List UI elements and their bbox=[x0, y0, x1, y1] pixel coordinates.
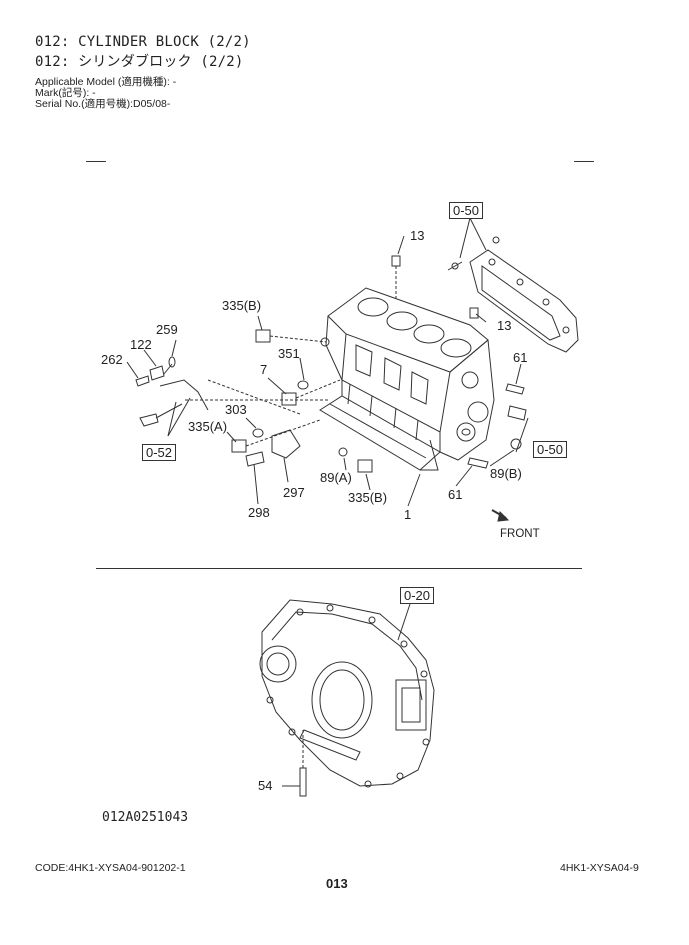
page-title: 012: CYLINDER BLOCK (2/2) bbox=[35, 34, 251, 50]
callout-1: 1 bbox=[404, 507, 412, 522]
ref-box-0-50-right: 0-50 bbox=[533, 441, 568, 458]
callout-259: 259 bbox=[156, 322, 178, 337]
cylinder-block-drawing bbox=[319, 287, 495, 471]
diagram-separator bbox=[96, 568, 582, 569]
callout-297: 297 bbox=[283, 485, 305, 500]
ref-box-0-52: 0-52 bbox=[142, 444, 177, 461]
figure-code: 012A0251043 bbox=[102, 810, 189, 825]
callout-13-top: 13 bbox=[410, 228, 425, 243]
callout-335b-top: 335(B) bbox=[222, 298, 262, 313]
callout-89a: 89(A) bbox=[320, 470, 352, 485]
margin-dash-left bbox=[86, 161, 106, 162]
footer-code: CODE:4HK1-XYSA04-901202-1 bbox=[35, 862, 186, 874]
ref-box-0-20: 0-20 bbox=[400, 587, 435, 604]
side-cover-drawing bbox=[447, 236, 579, 353]
serial-number: Serial No.(適用号機):D05/08- bbox=[35, 98, 171, 110]
callout-262: 262 bbox=[101, 352, 123, 367]
page-number: 013 bbox=[326, 876, 348, 891]
callout-122: 122 bbox=[130, 337, 152, 352]
applicable-model: Applicable Model (適用機種): - bbox=[35, 76, 177, 88]
callout-61-right: 61 bbox=[513, 350, 528, 365]
page-title-japanese: 012: シリンダブロック (2/2) bbox=[35, 54, 244, 70]
front-label: FRONT bbox=[500, 528, 540, 540]
callout-7: 7 bbox=[260, 362, 268, 377]
callout-89b: 89(B) bbox=[490, 466, 522, 481]
callout-351: 351 bbox=[278, 346, 300, 361]
callout-54: 54 bbox=[258, 778, 273, 793]
callout-61-bottom: 61 bbox=[448, 487, 463, 502]
callout-13-right: 13 bbox=[497, 318, 512, 333]
ref-box-0-50-top: 0-50 bbox=[449, 202, 484, 219]
mark-field: Mark(記号): - bbox=[35, 87, 96, 99]
margin-dash-right bbox=[574, 161, 594, 162]
flywheel-housing-drawing bbox=[259, 599, 435, 788]
callout-303: 303 bbox=[225, 402, 247, 417]
callout-335b-bottom: 335(B) bbox=[348, 490, 388, 505]
callout-298: 298 bbox=[248, 505, 270, 520]
callout-335a: 335(A) bbox=[188, 419, 228, 434]
footer-model-code: 4HK1-XYSA04-9 bbox=[560, 862, 639, 874]
